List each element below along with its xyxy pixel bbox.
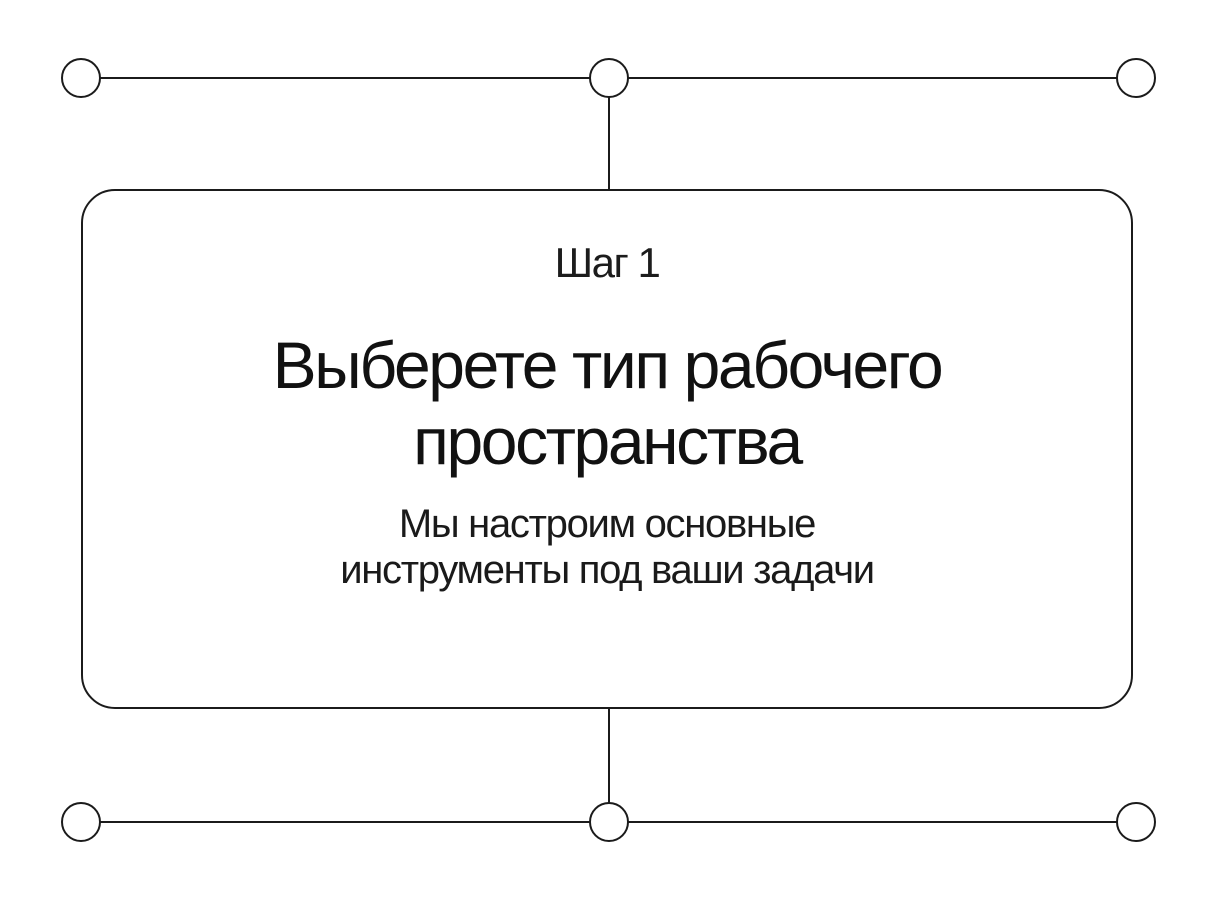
- bottom-left-node: [61, 802, 101, 842]
- step-subtitle: Мы настроим основные инструменты под ваш…: [227, 501, 987, 593]
- step-title-line-1: Выберете тип рабочего: [272, 328, 944, 402]
- top-center-node: [589, 58, 629, 98]
- top-left-node: [61, 58, 101, 98]
- step-label: Шаг 1: [554, 239, 661, 286]
- step-subtitle-line-2: инструменты под ваши задачи: [340, 548, 875, 592]
- step-card: Шаг 1 Выберете тип рабочего пространства…: [81, 189, 1133, 709]
- bottom-right-node: [1116, 802, 1156, 842]
- step-subtitle-line-1: Мы настроим основные: [398, 502, 817, 546]
- step-title: Выберете тип рабочего пространства: [157, 327, 1057, 479]
- bottom-center-node: [589, 802, 629, 842]
- top-right-node: [1116, 58, 1156, 98]
- step-title-line-2: пространства: [413, 404, 803, 478]
